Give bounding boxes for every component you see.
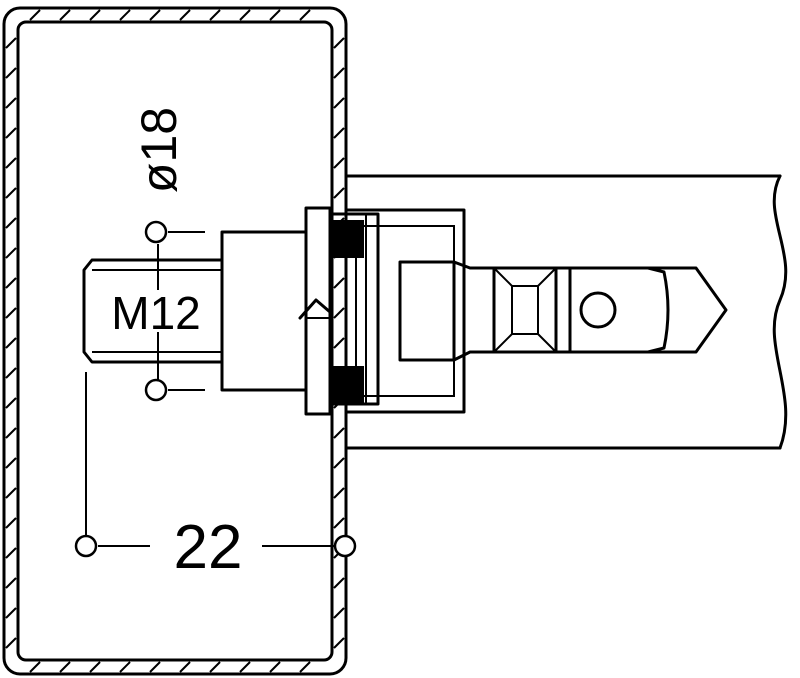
hatch-line [333,637,345,649]
hatch-line [333,517,345,529]
hatch-line [239,661,251,673]
hatch-line [333,277,345,289]
hatch-line [5,367,17,379]
hatch-line [149,9,161,21]
diameter-label: ø18 [131,107,187,193]
hatch-line [333,577,345,589]
hatch-line [333,337,345,349]
hatch-line [239,9,251,21]
hatch-line [5,427,17,439]
mounting-flange [298,206,332,416]
receptacle-body [344,208,466,414]
hatch-line [179,9,191,21]
hatch-line [89,9,101,21]
hatch-line [5,187,17,199]
hatch-line [333,187,345,199]
hatch-line [299,661,311,673]
hatch-line [5,577,17,589]
pin-hole [579,291,617,329]
hatch-line [179,661,191,673]
hatch-line [209,661,221,673]
hatch-line [59,9,71,21]
hatch-line [5,457,17,469]
hatch-line [5,337,17,349]
hatch-line [333,607,345,619]
dimension-point [333,534,357,558]
hatch-line [5,607,17,619]
hatch-line [5,67,17,79]
contact-pin [452,260,728,362]
housing-hatching [5,9,345,673]
hatch-line [333,307,345,319]
hatch-line [5,127,17,139]
hatch-line [5,217,17,229]
connector-housing [344,174,788,450]
hatch-line [333,67,345,79]
thread-label: M12 [111,287,200,339]
housing-wall [2,6,348,676]
hatch-line [5,247,17,259]
width-label: 22 [174,513,243,582]
hatch-line [5,37,17,49]
hatch-line [5,637,17,649]
hex-nut [220,230,308,392]
hatch-line [333,427,345,439]
hatch-line [5,97,17,109]
hatch-line [29,9,41,21]
hatch-line [333,97,345,109]
seal-rings [328,212,380,406]
dimension-point [74,534,98,558]
hatch-line [333,37,345,49]
hatch-line [269,9,281,21]
hatch-line [89,661,101,673]
hatch-line [269,661,281,673]
dimension-point [144,220,168,244]
hatch-line [29,661,41,673]
hatch-line [5,517,17,529]
hatch-line [299,9,311,21]
hatch-line [333,457,345,469]
dimension-diameter [96,220,214,402]
hatch-line [333,487,345,499]
hatch-line [5,307,17,319]
dimension-width [74,372,357,558]
hatch-line [5,487,17,499]
dimension-point [144,378,168,402]
hatch-line [119,9,131,21]
hatch-line [59,661,71,673]
hatch-line [119,661,131,673]
hatch-line [5,157,17,169]
hatch-line [5,397,17,409]
hatch-line [333,157,345,169]
hatch-line [149,661,161,673]
hatch-line [333,127,345,139]
hatch-line [5,277,17,289]
hatch-line [209,9,221,21]
hatch-line [5,547,17,559]
